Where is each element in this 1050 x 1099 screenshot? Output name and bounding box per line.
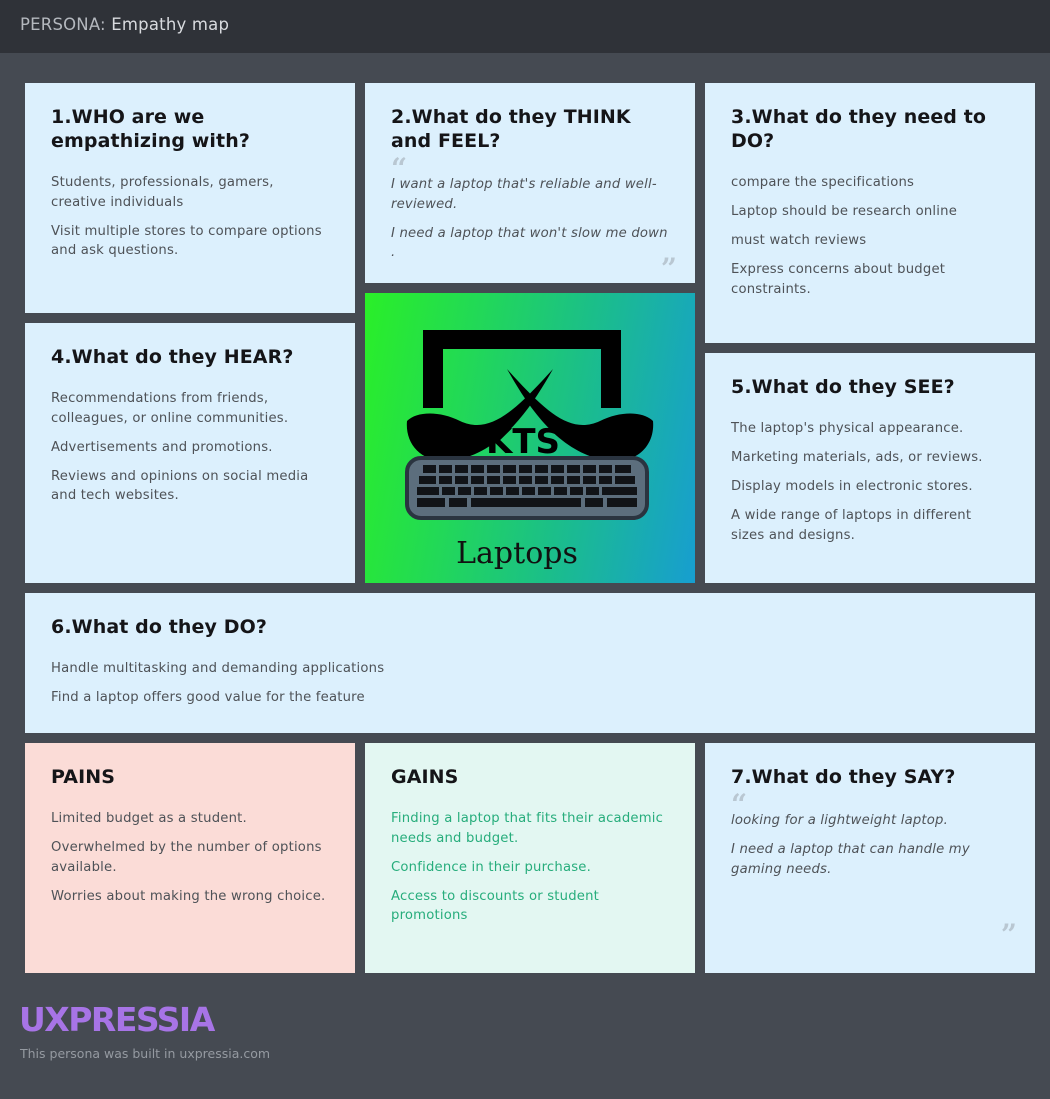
card-title: PAINS <box>51 766 116 788</box>
title-text: Empathy map <box>111 15 230 34</box>
card-think-feel: 2.What do they THINK and FEEL? “ I want … <box>365 83 695 283</box>
quote-open-icon: “ <box>391 152 408 185</box>
title-prefix: PERSONA: <box>20 15 106 34</box>
card-item: Laptop should be research online <box>731 204 958 219</box>
kts-laptops-logo: KTS Laptops <box>405 330 654 571</box>
card-title: GAINS <box>391 766 459 788</box>
footer-note: This persona was built in uxpressia.com <box>20 1046 271 1061</box>
card-who: 1.WHO are we empathizing with? Students,… <box>25 83 355 313</box>
card-item: looking for a lightweight laptop. <box>731 813 949 828</box>
card-title: 1.WHO are we empathizing with? <box>51 106 250 152</box>
card-need-to-do: 3.What do they need to DO? compare the s… <box>705 83 1035 343</box>
page-title: PERSONA: Empathy map <box>20 15 229 34</box>
persona-image: KTS Laptops <box>365 293 695 583</box>
uxpressia-logo[interactable]: UXPRESSIA <box>19 1000 215 1039</box>
quote-close-icon: ” <box>660 252 677 283</box>
card-item: Display models in electronic stores. <box>731 479 973 494</box>
card-item: A wide range of laptops in different siz… <box>731 508 972 543</box>
card-item: Express concerns about budget constraint… <box>731 262 946 297</box>
card-item: The laptop's physical appearance. <box>731 421 964 436</box>
card-item: Handle multitasking and demanding applic… <box>51 661 385 676</box>
logo-caption: Laptops <box>456 536 578 571</box>
card-title: 3.What do they need to DO? <box>731 106 987 152</box>
card-item: Marketing materials, ads, or reviews. <box>731 450 983 465</box>
card-item: must watch reviews <box>731 233 867 248</box>
card-item: Find a laptop offers good value for the … <box>51 690 365 705</box>
card-item: I need a laptop that can handle my gamin… <box>731 842 970 877</box>
card-item: Advertisements and promotions. <box>51 439 273 455</box>
card-item: Reviews and opinions on social media and… <box>51 468 309 504</box>
card-item: Confidence in their purchase. <box>391 859 591 875</box>
card-say: 7.What do they SAY? “ looking for a ligh… <box>705 743 1035 973</box>
card-see: 5.What do they SEE? The laptop's physica… <box>705 353 1035 583</box>
logo-brand-text: KTS <box>486 422 560 462</box>
card-title: 4.What do they HEAR? <box>51 346 294 368</box>
card-title: 5.What do they SEE? <box>731 376 955 398</box>
card-item: Overwhelmed by the number of options ava… <box>51 840 322 875</box>
card-title: 2.What do they THINK and FEEL? <box>391 106 631 152</box>
card-item: Limited budget as a student. <box>51 811 247 826</box>
card-item: I want a laptop that's reliable and well… <box>391 177 657 212</box>
card-item: Students, professionals, gamers, creativ… <box>51 175 274 210</box>
card-pains: PAINS Limited budget as a student. Overw… <box>25 743 355 973</box>
top-bar: PERSONA: Empathy map <box>0 0 1050 53</box>
card-item: Access to discounts or student promotion… <box>391 888 600 924</box>
card-item: Worries about making the wrong choice. <box>51 888 326 904</box>
card-item: Recommendations from friends, colleagues… <box>51 391 289 426</box>
card-title: 7.What do they SAY? <box>731 766 956 788</box>
card-item: compare the specifications <box>731 175 915 190</box>
card-title: 6.What do they DO? <box>51 616 267 638</box>
card-hear: 4.What do they HEAR? Recommendations fro… <box>25 323 355 583</box>
quote-open-icon: “ <box>731 788 748 821</box>
card-item: Visit multiple stores to compare options… <box>51 223 322 259</box>
quote-close-icon: ” <box>1000 918 1017 951</box>
card-do: 6.What do they DO? Handle multitasking a… <box>25 593 1035 733</box>
card-item: Finding a laptop that fits their academi… <box>391 811 664 846</box>
card-item: I need a laptop that won't slow me down … <box>391 225 668 261</box>
card-gains: GAINS Finding a laptop that fits their a… <box>365 743 695 973</box>
